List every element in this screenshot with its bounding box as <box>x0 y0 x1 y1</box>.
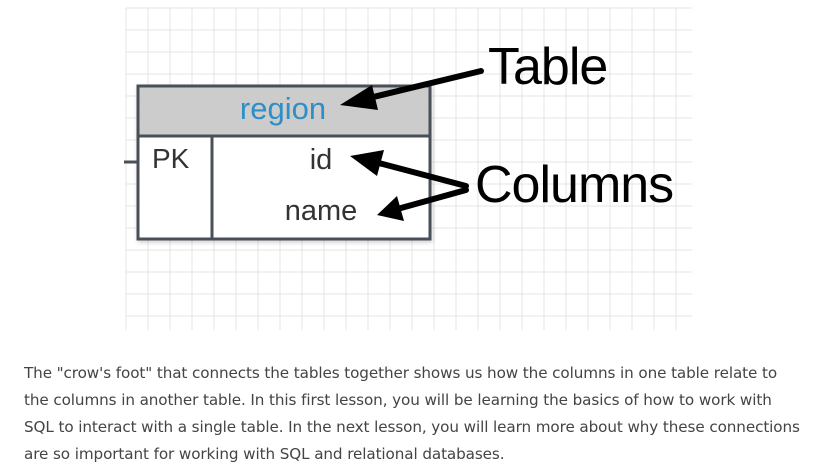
primary-key-label: PK <box>152 143 190 174</box>
table-name: region <box>240 91 326 126</box>
body-paragraph: The "crow's foot" that connects the tabl… <box>24 364 800 463</box>
column-name: name <box>285 195 358 227</box>
table-callout-label: Table <box>488 38 607 96</box>
name-callout-arrow <box>377 187 469 221</box>
id-callout-arrow <box>350 150 469 189</box>
er-diagram: region PK id name Table Columns <box>124 7 692 330</box>
table-callout-arrow <box>340 68 484 110</box>
columns-callout-label: Columns <box>475 156 673 214</box>
column-id: id <box>310 144 333 176</box>
